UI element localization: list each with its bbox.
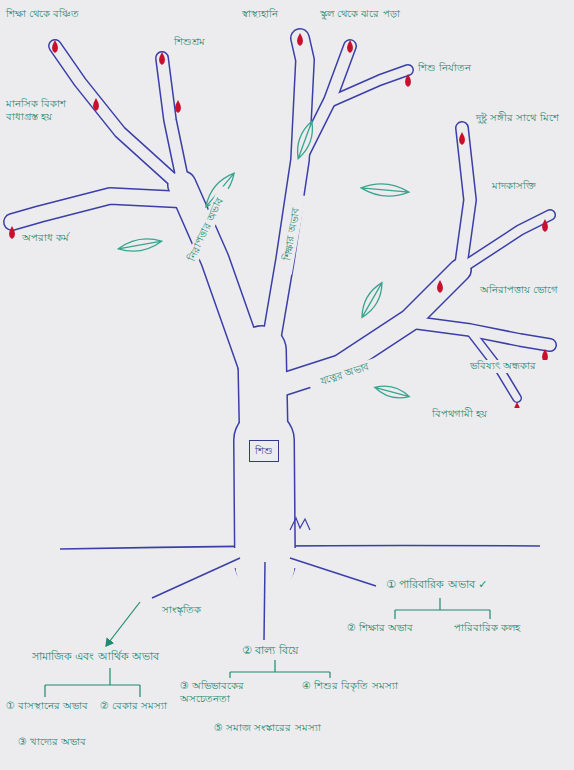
branch-fill bbox=[12, 38, 550, 566]
tree-label: ① বাসস্থানের অভাব bbox=[4, 700, 96, 713]
tree-label: অনিরাপত্তায় ভোগে bbox=[478, 284, 570, 297]
trunk-mark bbox=[290, 518, 310, 530]
fruit bbox=[9, 33, 548, 415]
tree-label: মাদকাসক্তি bbox=[490, 180, 570, 193]
leaf bbox=[117, 119, 410, 401]
tree-label: ② শিক্ষার অভাব bbox=[345, 622, 445, 635]
tree-label: অপরাধ কর্ম bbox=[20, 232, 92, 245]
tree-label: স্কুল থেকে ঝরে পড়া bbox=[318, 8, 414, 21]
tree-label: ② বেকার সমস্যা bbox=[98, 700, 176, 713]
tree-label: ভবিষ্যৎ অন্ধকার bbox=[468, 360, 568, 373]
tree-label: দুষ্টু সঙ্গীর সাথে মিশে bbox=[474, 112, 570, 125]
tree-label: সাংস্কৃতিক bbox=[160, 604, 236, 617]
tree-label: সামাজিক এবং আর্থিক অভাব bbox=[30, 650, 210, 664]
root-line bbox=[152, 558, 376, 640]
tree-label: শিশুশ্রম bbox=[172, 36, 232, 49]
tree-label: ③ খাদ্যের অভাব bbox=[16, 736, 126, 749]
trunk-box: শিশু bbox=[249, 440, 279, 462]
tree-label: বিপথগামী হয় bbox=[430, 408, 526, 421]
tree-label: ② বাল্য বিয়ে bbox=[240, 644, 340, 658]
tree-label: ③ অভিভাবকের অসচেতনতা bbox=[178, 680, 290, 705]
tree-label: মানসিক বিকাশ বাধাগ্রস্ত হয় bbox=[4, 98, 76, 123]
tree-label: ⑤ সমাজ সংস্কারের সমস্যা bbox=[212, 722, 382, 735]
tree-label: ① পারিবারিক অভাব ✓ bbox=[384, 578, 544, 592]
tree-label: শিশু নির্যাতন bbox=[416, 62, 496, 75]
tree-label: ④ শিশুর বিকৃতি সমস্যা bbox=[300, 680, 430, 693]
tree-label: স্বাস্থ্যহানি bbox=[240, 8, 300, 21]
tree-label: পারিবারিক কলহ bbox=[452, 622, 564, 635]
node-text: শিশু bbox=[255, 445, 273, 457]
tree-label: শিক্ষা থেকে বঞ্চিত bbox=[4, 8, 84, 21]
